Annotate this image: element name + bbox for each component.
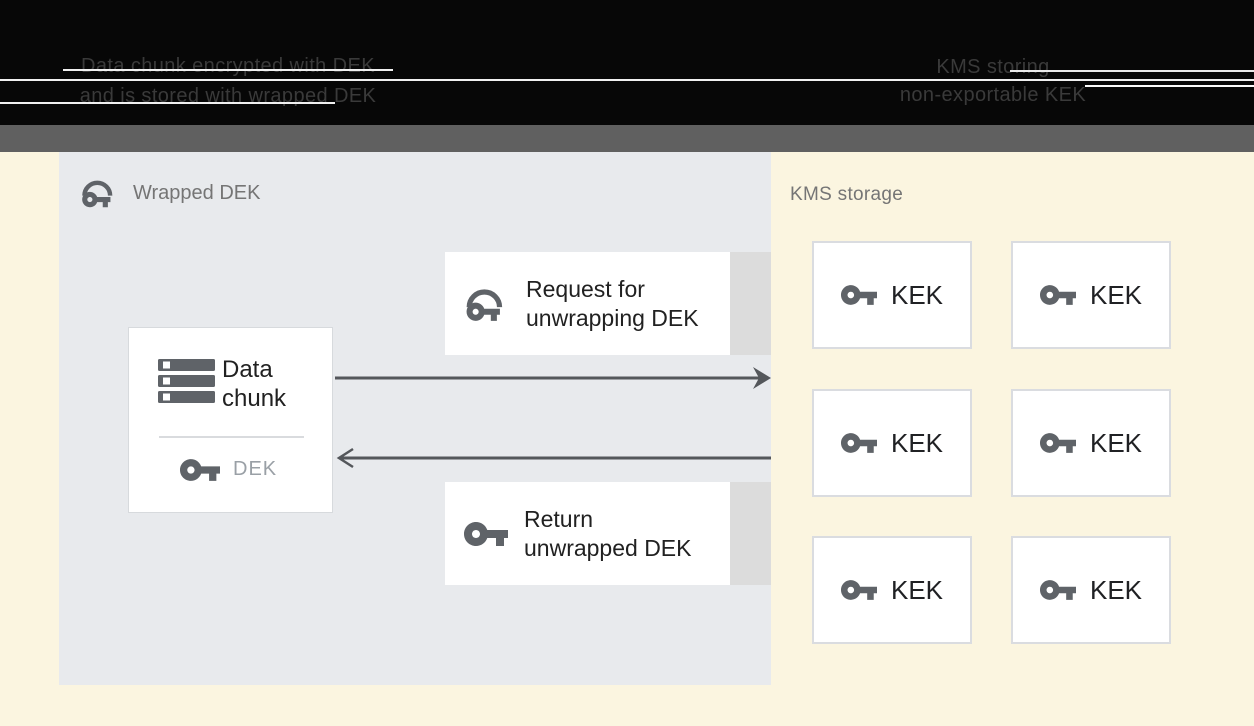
artifact-line bbox=[1085, 85, 1254, 87]
kms-storage-title: KMS storage bbox=[790, 184, 904, 205]
kek-box: KEK bbox=[812, 389, 972, 497]
caption-line: Data chunk encrypted with DEK bbox=[81, 55, 375, 77]
key-icon bbox=[464, 521, 508, 546]
header-caption-right: KMS storing non-exportable KEK bbox=[888, 53, 1098, 109]
kek-label: KEK bbox=[1089, 574, 1143, 605]
artifact-line bbox=[0, 79, 1254, 81]
divider bbox=[159, 436, 304, 438]
kek-box: KEK bbox=[1011, 536, 1171, 644]
request-line1: Request for bbox=[526, 275, 645, 302]
kek-label: KEK bbox=[890, 427, 944, 458]
header-caption-left: Data chunk encrypted with DEK and is sto… bbox=[52, 51, 404, 111]
caption-line: non-exportable KEK bbox=[899, 84, 1087, 106]
arrow-left bbox=[336, 447, 771, 469]
request-unwrap-label: Request for unwrapping DEK bbox=[526, 275, 699, 333]
arrow-right bbox=[335, 367, 771, 389]
data-chunk-line1: Data bbox=[222, 356, 273, 383]
kek-box: KEK bbox=[1011, 241, 1171, 349]
wrapped-key-icon bbox=[466, 288, 503, 321]
storage-icon bbox=[158, 359, 215, 403]
dek-label: DEK bbox=[233, 458, 278, 480]
kek-box: KEK bbox=[812, 536, 972, 644]
key-icon bbox=[840, 285, 877, 305]
kek-label: KEK bbox=[1089, 279, 1143, 310]
key-icon bbox=[840, 433, 877, 453]
wrapped-key-icon bbox=[82, 180, 113, 208]
gray-divider-band bbox=[0, 125, 1254, 152]
kek-box: KEK bbox=[812, 241, 972, 349]
wrapped-dek-title: Wrapped DEK bbox=[133, 181, 261, 204]
kek-label: KEK bbox=[890, 574, 944, 605]
request-unwrap-box: Request for unwrapping DEK bbox=[445, 252, 730, 355]
return-line2: unwrapped DEK bbox=[524, 534, 692, 561]
return-unwrapped-box: Return unwrapped DEK bbox=[445, 482, 730, 585]
return-unwrapped-label: Return unwrapped DEK bbox=[524, 505, 692, 563]
artifact-line bbox=[1010, 70, 1254, 72]
key-icon bbox=[1039, 580, 1076, 600]
kek-box: KEK bbox=[1011, 389, 1171, 497]
kek-label: KEK bbox=[1089, 427, 1143, 458]
dek-row: DEK bbox=[180, 458, 277, 481]
data-chunk-label: Data chunk bbox=[222, 355, 286, 413]
key-icon bbox=[1039, 285, 1076, 305]
data-chunk-line2: chunk bbox=[222, 385, 287, 412]
key-icon bbox=[1039, 433, 1076, 453]
data-chunk-box: Data chunk DEK bbox=[128, 327, 333, 513]
wrapped-dek-header: Wrapped DEK bbox=[80, 177, 260, 209]
artifact-line bbox=[63, 69, 393, 71]
caption-line: KMS storing bbox=[936, 56, 1050, 78]
request-box-side-strip bbox=[730, 252, 771, 355]
key-icon bbox=[840, 580, 877, 600]
key-icon bbox=[180, 458, 220, 481]
return-line1: Return bbox=[524, 505, 594, 532]
return-box-side-strip bbox=[730, 482, 771, 585]
caption-line: and is stored with wrapped DEK bbox=[79, 85, 377, 107]
artifact-line bbox=[0, 102, 335, 104]
header-band: Data chunk encrypted with DEK and is sto… bbox=[0, 0, 1254, 125]
kek-label: KEK bbox=[890, 279, 944, 310]
request-line2: unwrapping DEK bbox=[526, 304, 699, 331]
